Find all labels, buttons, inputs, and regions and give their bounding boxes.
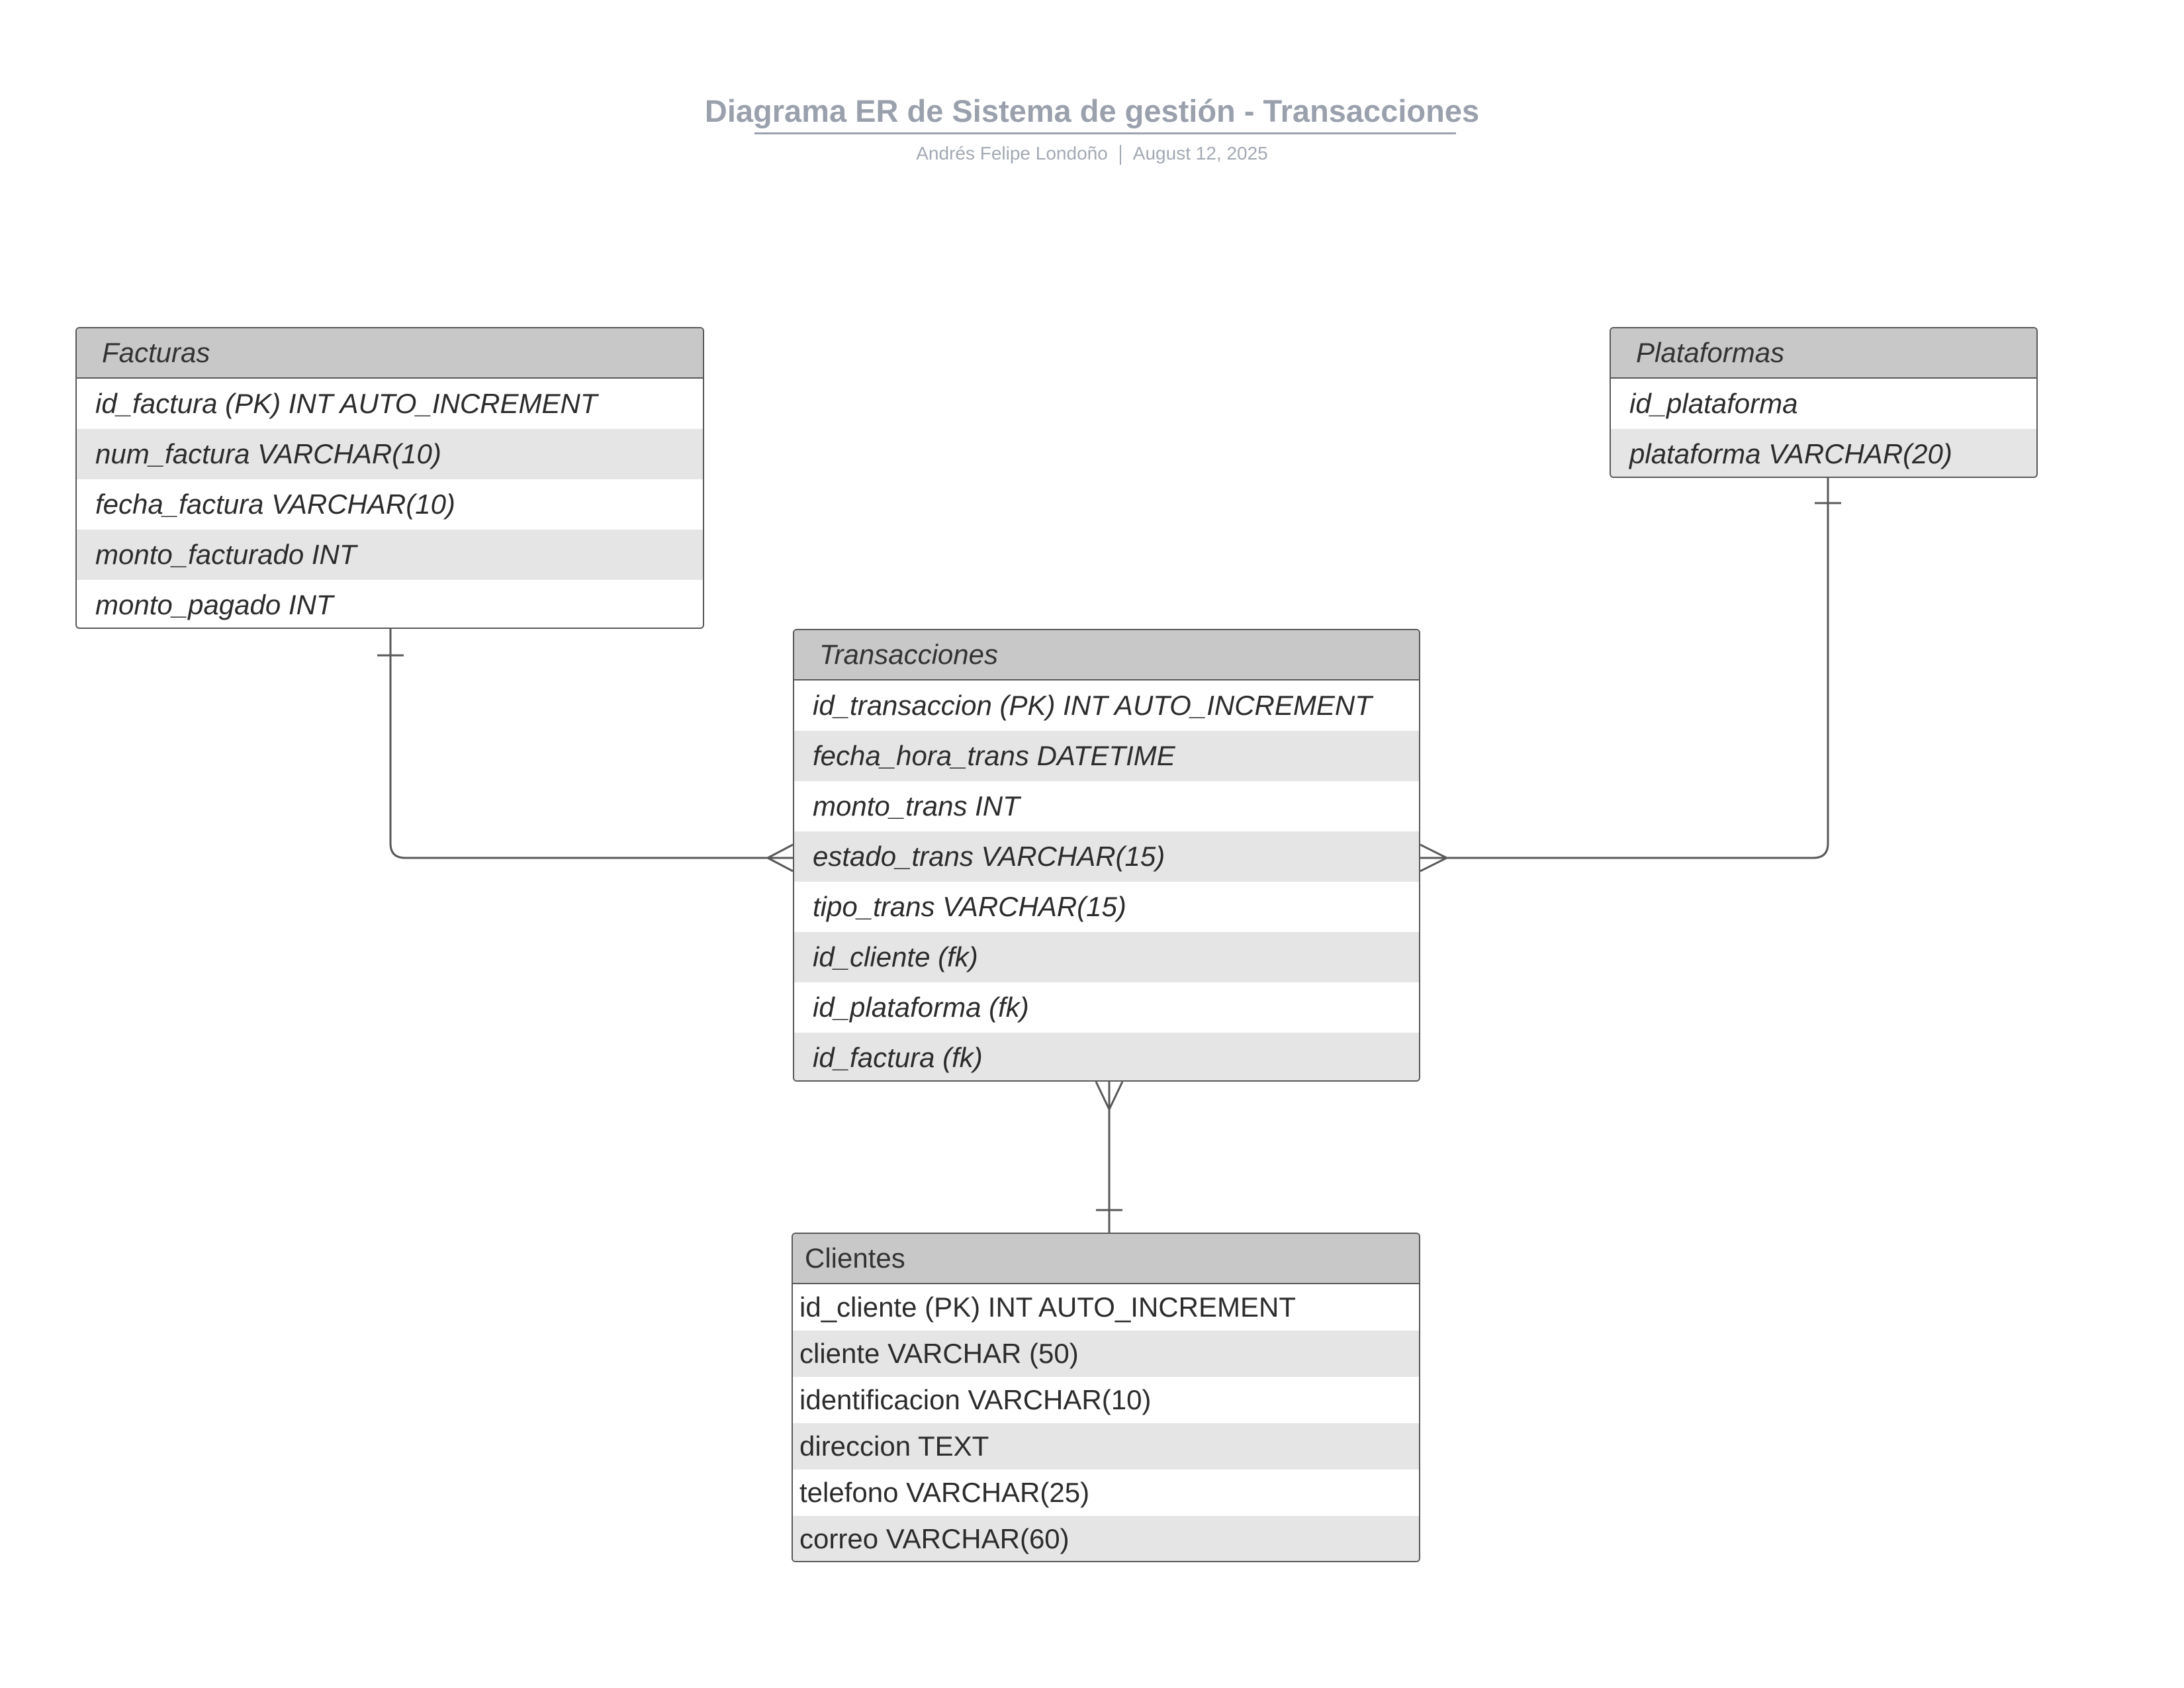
- page-title: Diagrama ER de Sistema de gestión - Tran…: [704, 93, 1480, 128]
- field-row: monto_trans INT: [813, 790, 1020, 821]
- field-row: monto_facturado INT: [77, 530, 703, 580]
- many-crowfoot-marker: [1095, 1081, 1124, 1110]
- entity-transacciones-name: Transacciones: [794, 630, 1419, 680]
- entity-plataformas-name: Plataformas: [1611, 328, 2036, 379]
- entity-clientes[interactable]: Clientes id_cliente (PK) INT AUTO_INCREM…: [792, 1233, 1420, 1562]
- field-row: cliente VARCHAR (50): [793, 1331, 1419, 1377]
- field-row: num_factura VARCHAR(10): [77, 429, 703, 479]
- field-row: telefono VARCHAR(25): [799, 1477, 1090, 1508]
- meta-separator: [1119, 144, 1121, 165]
- document-date: August 12, 2025: [1132, 143, 1268, 164]
- field-row: id_transaccion (PK) INT AUTO_INCREMENT: [813, 690, 1372, 721]
- field-row: identificacion VARCHAR(10): [799, 1384, 1152, 1415]
- field-row: estado_trans VARCHAR(15): [794, 831, 1419, 882]
- field-row: id_plataforma: [1629, 388, 1798, 419]
- relationship-plataformas-transacciones: [1420, 478, 1829, 859]
- field-row: id_cliente (PK) INT AUTO_INCREMENT: [799, 1291, 1296, 1323]
- diagram-meta: Andrés Felipe Londoño August 12, 2025: [0, 143, 2184, 165]
- author-name: Andrés Felipe Londoño: [916, 143, 1108, 164]
- field-row: id_factura (PK) INT AUTO_INCREMENT: [95, 388, 598, 419]
- field-row: direccion TEXT: [793, 1423, 1419, 1470]
- field-row: id_plataforma (fk): [813, 992, 1029, 1023]
- relationship-facturas-transacciones: [389, 629, 793, 859]
- entity-transacciones[interactable]: Transacciones id_transaccion (PK) INT AU…: [793, 629, 1420, 1082]
- field-row: fecha_factura VARCHAR(10): [95, 489, 455, 520]
- field-row: tipo_trans VARCHAR(15): [813, 891, 1126, 922]
- field-row: monto_pagado INT: [95, 589, 334, 620]
- field-row: plataforma VARCHAR(20): [1611, 429, 2036, 477]
- field-row: id_factura (fk): [794, 1033, 1419, 1080]
- field-row: id_cliente (fk): [794, 932, 1419, 982]
- entity-clientes-name: Clientes: [793, 1234, 1419, 1284]
- entity-facturas[interactable]: Facturas id_factura (PK) INT AUTO_INCREM…: [75, 327, 704, 629]
- field-row: fecha_hora_trans DATETIME: [794, 731, 1419, 781]
- many-crowfoot-marker: [767, 843, 794, 872]
- field-row: correo VARCHAR(60): [793, 1516, 1419, 1561]
- many-crowfoot-marker: [1420, 843, 1447, 872]
- entity-plataformas[interactable]: Plataformas id_plataforma plataforma VAR…: [1610, 327, 2038, 478]
- title-underline: [754, 132, 1456, 134]
- entity-facturas-name: Facturas: [77, 328, 703, 379]
